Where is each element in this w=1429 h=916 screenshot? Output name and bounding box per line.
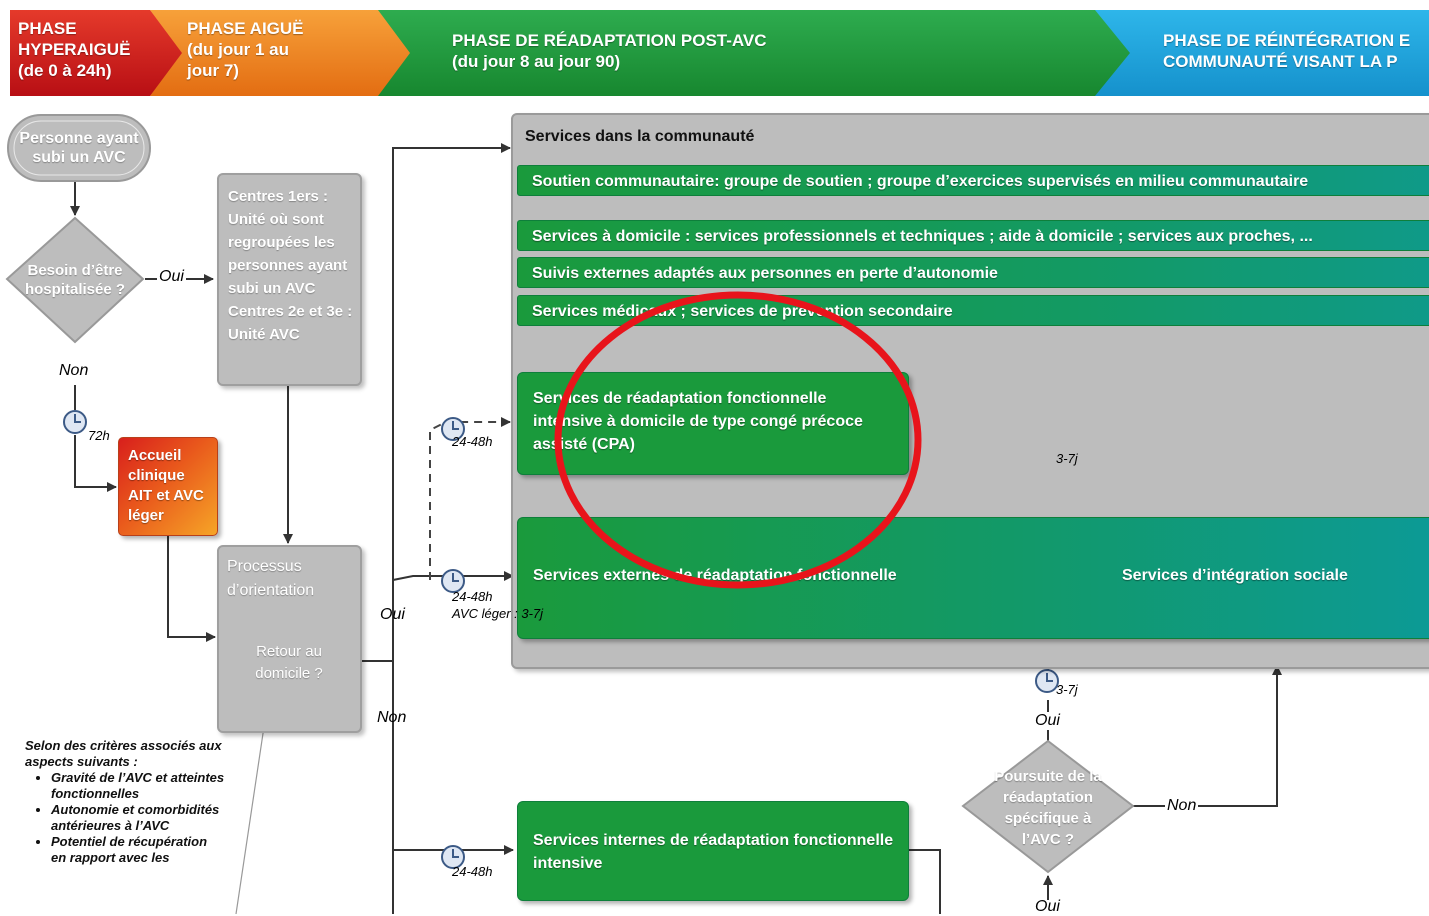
start-node: Personne ayant subi un AVC (19, 130, 139, 166)
internes-box: Services internes de réadaptation foncti… (517, 801, 909, 901)
accueil-clinique-box: Accueil clinique AIT et AVC léger (118, 437, 218, 536)
clock-icon (441, 569, 465, 593)
connector-accueil-to-processus (167, 535, 216, 642)
label-oui-bottom: Oui (1035, 898, 1060, 915)
bar-suivis-externes: Suivis externes adaptés aux personnes en… (517, 257, 1429, 288)
connector-oui-to-externes (392, 571, 514, 581)
bar-soutien-communautaire: Soutien communautaire: groupe de soutien… (517, 165, 1429, 196)
connector-notes-line (235, 699, 269, 914)
label-non-hospital: Non (59, 362, 89, 379)
phase-banner-readaptation (375, 10, 1130, 96)
decision-poursuite: Poursuite de la réadaptation spécifique … (994, 768, 1102, 848)
processus-box: Processus d’orientation (217, 545, 362, 733)
processus-label: Processus d’orientation (227, 558, 315, 599)
criteria-item: Potentiel de récupération en rapport ave… (51, 834, 225, 866)
connector-non-to-internes (392, 661, 514, 855)
bar-services-domicile: Services à domicile : services professio… (517, 220, 1429, 251)
integration-label: Services d’intégration sociale (1122, 567, 1348, 584)
clock-icon (1035, 669, 1059, 693)
criteria-notes: Selon des critères associés aux aspects … (25, 738, 225, 866)
connector-to-community (392, 143, 511, 661)
label-72h: 72h (88, 428, 110, 443)
label-oui-poursuite: Oui (1035, 712, 1060, 730)
label-37-cpa: 3-7j (1056, 451, 1078, 466)
clock-icon (441, 845, 465, 869)
cpa-box: Services de réadaptation fonctionnelle i… (517, 372, 909, 475)
label-oui-home: Oui (380, 606, 405, 623)
externes-band: Services externes de réadaptation foncti… (517, 517, 1429, 639)
externes-label: Services externes de réadaptation foncti… (533, 567, 897, 584)
start-node-shape (7, 114, 151, 182)
phase-aigue-label: PHASE AIGUË (du jour 1 au jour 7) (187, 19, 304, 80)
phase-hyperaigue-label: PHASE HYPERAIGUË (de 0 à 24h) (18, 19, 131, 80)
label-37-poursuite: 3-7j (1056, 682, 1078, 697)
phase-reintegration-label: PHASE DE RÉINTÉGRATION E COMMUNAUTÉ VISA… (1163, 31, 1411, 71)
decision-hospital: Besoin d’être hospitalisée ? (24, 262, 126, 298)
label-avc-leger: AVC léger : 3-7j (452, 606, 544, 621)
clock-icon (63, 410, 87, 434)
phase-banner-aigue (150, 10, 410, 96)
clock-icon (441, 417, 465, 441)
criteria-list: Gravité de l’AVC et atteintes fonctionne… (25, 770, 225, 866)
criteria-item: Gravité de l’AVC et atteintes fonctionne… (51, 770, 225, 802)
label-non-poursuite: Non (1165, 797, 1199, 815)
label-2448-externes: 24-48h (452, 589, 493, 604)
label-2448-internes: 24-48h (452, 864, 493, 879)
label-non-home: Non (377, 709, 407, 726)
criteria-item: Autonomie et comorbidités antérieures à … (51, 802, 225, 834)
dashed-connector-to-cpa (429, 417, 511, 580)
label-oui-hospital: Oui (157, 268, 186, 286)
phase-banner-hyperaigue (10, 10, 182, 96)
community-title: Services dans la communauté (525, 128, 755, 145)
start-node-inner (13, 120, 145, 176)
connector-internes-out (908, 849, 941, 914)
phase-readaptation-label: PHASE DE RÉADAPTATION POST-AVC (du jour … (452, 31, 767, 71)
decision-home: Retour au domicile ? (255, 643, 323, 682)
connector-to-accueil (74, 435, 117, 492)
decision-hospital-shape (5, 216, 145, 344)
decision-poursuite-shape (961, 739, 1135, 874)
phase-banner-reintegration (1085, 10, 1429, 96)
connector-poursuite-non (1133, 665, 1282, 807)
bar-services-medicaux: Services médicaux ; services de préventi… (517, 295, 1429, 326)
label-2448-cpa: 24-48h (452, 434, 493, 449)
centres-box: Centres 1ers : Unité où sont regroupées … (217, 173, 362, 386)
criteria-intro: Selon des critères associés aux aspects … (25, 738, 222, 769)
